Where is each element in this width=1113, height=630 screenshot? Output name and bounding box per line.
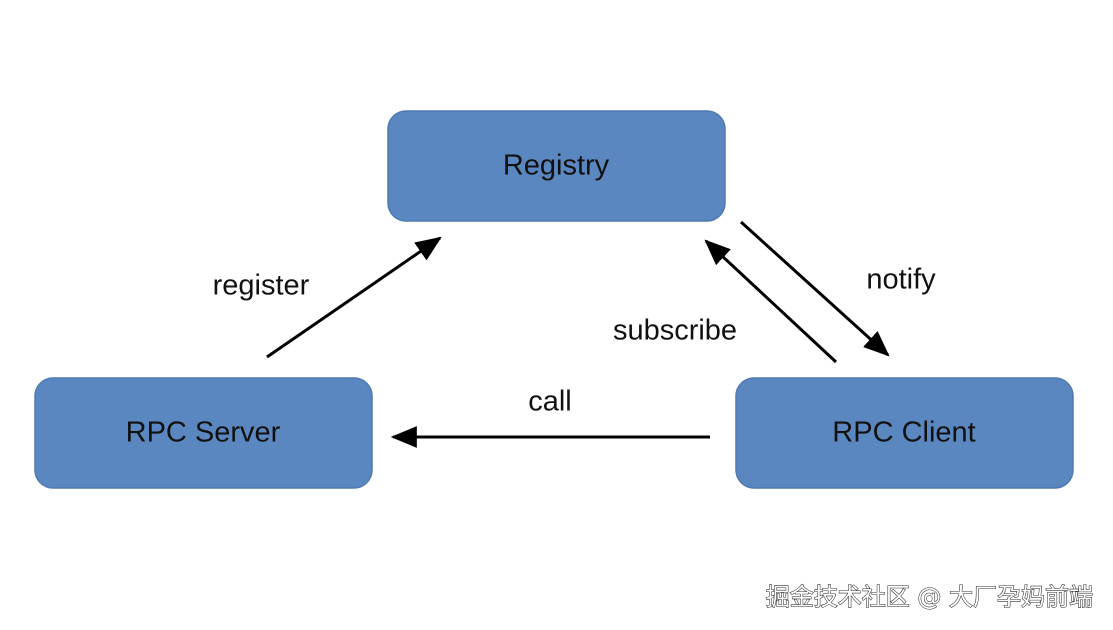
notify-label: notify (866, 264, 936, 296)
call-label: call (528, 386, 572, 418)
watermark-text: 掘金技术社区 @ 大厂孕妈前端 (766, 583, 1093, 611)
registry-node[interactable]: Registry (387, 110, 726, 222)
rpc-server-node[interactable]: RPC Server (34, 377, 373, 489)
register-arrow (266, 236, 442, 359)
notify-arrow (739, 220, 890, 357)
rpc-client-label: RPC Client (832, 417, 975, 449)
register-label: register (213, 270, 310, 302)
registry-label: Registry (503, 150, 610, 182)
subscribe-label: subscribe (613, 315, 737, 347)
rpc-server-label: RPC Server (126, 417, 281, 449)
rpc-client-node[interactable]: RPC Client (735, 377, 1074, 489)
subscribe-arrow (704, 239, 838, 364)
